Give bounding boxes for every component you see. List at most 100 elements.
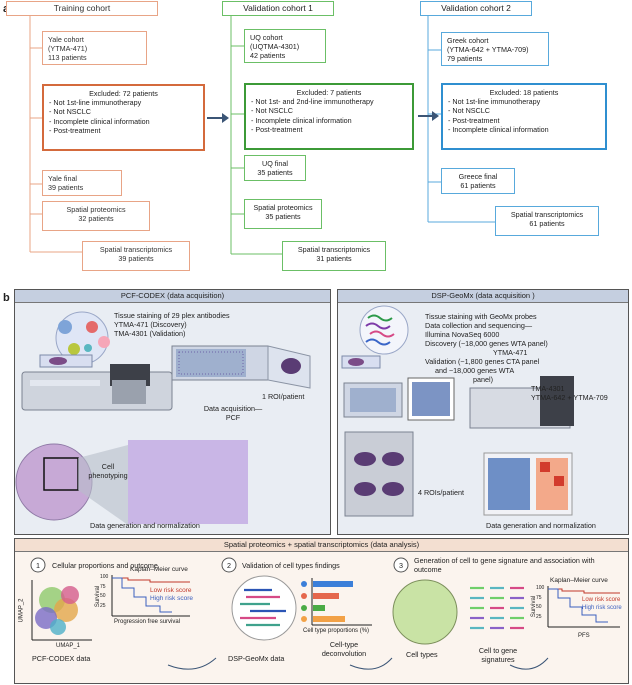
geomx-desc-line: YTMA-471 bbox=[493, 348, 528, 357]
geomx-data-label: DSP-GeoMx data bbox=[228, 654, 285, 663]
excluded-item: - Post-treatment bbox=[49, 125, 101, 135]
proteomics-label: Spatial proteomics bbox=[253, 203, 313, 212]
final-count: 61 patients bbox=[460, 181, 496, 191]
geomx-footer: Data generation and normalization bbox=[486, 521, 596, 530]
km1-low-label: Low risk score bbox=[150, 587, 192, 594]
umap-y-label: UMAP_2 bbox=[18, 598, 25, 623]
source-tma: (YTMA-642 + YTMA-709) bbox=[447, 45, 529, 55]
training-excluded-box: Excluded: 72 patients - Not 1st-line imm… bbox=[42, 84, 205, 151]
geomx-desc-line: Tissue staining with GeoMx probes bbox=[425, 312, 537, 321]
excluded-item: - Incomplete clinical information bbox=[251, 115, 352, 125]
km1-high-label: High risk score bbox=[150, 595, 193, 602]
validation1-transcriptomics-box: Spatial transcriptomics 31 patients bbox=[282, 241, 386, 271]
step1-title: Cellular proportions and outcome bbox=[52, 561, 158, 570]
cell-phenotyping-label: Cell phenotyping bbox=[88, 462, 128, 480]
geomx-desc-line: Illumina NovaSeq 6000 bbox=[425, 330, 500, 339]
source-name: UQ cohort bbox=[250, 33, 283, 42]
validation1-final-box: UQ final 35 patients bbox=[244, 155, 306, 181]
source-tma: (UQTMA-4301) bbox=[250, 42, 300, 52]
geomx-desc-line: YTMA-642 + YTMA-709 bbox=[531, 393, 608, 402]
excluded-item: - Post-treatment bbox=[448, 115, 500, 125]
signatures-line: Cell to gene bbox=[478, 646, 518, 655]
codex-desc-line: YTMA-471 (Discovery) bbox=[114, 320, 187, 329]
proteomics-count: 32 patients bbox=[78, 214, 114, 224]
km-plot-2 bbox=[547, 586, 620, 628]
acq-line: Data acquisition— bbox=[203, 404, 263, 413]
geomx-desc-line: TMA-4301 bbox=[531, 384, 565, 393]
validation1-excluded-box: Excluded: 7 patients - Not 1st- and 2nd-… bbox=[244, 83, 414, 150]
geomx-desc-line: and ~18,000 genes WTA bbox=[435, 366, 515, 375]
excluded-item: - Not NSCLC bbox=[251, 106, 293, 116]
km-plot-1 bbox=[111, 575, 190, 617]
km1-x-label: Progression free survival bbox=[114, 619, 181, 625]
km2-high-label: High risk score bbox=[582, 605, 622, 611]
validation2-excluded-box: Excluded: 18 patients - Not 1st-line imm… bbox=[441, 83, 607, 150]
geomx-description: Tissue staining with GeoMx probes Data c… bbox=[425, 312, 625, 402]
geomx-desc-line: Validation (~1,800 genes CTA panel bbox=[425, 357, 540, 366]
transcriptomics-count: 61 patients bbox=[529, 219, 565, 229]
acq-line: PCF bbox=[225, 413, 241, 422]
signatures-line: signatures bbox=[481, 655, 515, 664]
excluded-title: Excluded: 72 patients bbox=[89, 89, 158, 98]
geomx-desc-line: Discovery (~18,000 genes WTA panel) bbox=[425, 339, 548, 348]
phenotyping-line: phenotyping bbox=[88, 471, 128, 480]
geomx-desc-line: panel) bbox=[473, 375, 493, 384]
excluded-item: - Incomplete clinical information bbox=[448, 124, 549, 134]
km1-tick: 75 bbox=[100, 583, 106, 590]
final-label: Yale final bbox=[48, 174, 78, 183]
excluded-item: - Not NSCLC bbox=[49, 107, 91, 117]
validation2-source-box: Greek cohort (YTMA-642 + YTMA-709) 79 pa… bbox=[441, 32, 549, 66]
final-count: 35 patients bbox=[257, 168, 293, 178]
codex-data-label: PCF-CODEX data bbox=[32, 654, 91, 663]
source-name: Greek cohort bbox=[447, 36, 489, 45]
km1-tick: 25 bbox=[100, 602, 106, 609]
proteomics-label: Spatial proteomics bbox=[66, 205, 126, 214]
km2-ticks: 100 75 50 25 bbox=[536, 584, 544, 622]
training-final-box: Yale final 39 patients bbox=[42, 170, 122, 196]
excluded-item: - Post-treatment bbox=[251, 124, 303, 134]
km2-tick: 25 bbox=[536, 613, 542, 620]
step2-number: 2 bbox=[227, 561, 231, 570]
excluded-item: - Not 1st-line immunotherapy bbox=[448, 97, 541, 107]
final-count: 39 patients bbox=[48, 183, 84, 193]
excluded-title: Excluded: 18 patients bbox=[489, 88, 559, 97]
source-tma: (YTMA-471) bbox=[48, 44, 88, 54]
transcriptomics-label: Spatial transcriptomics bbox=[510, 210, 584, 219]
excluded-item: - Incomplete clinical information bbox=[49, 116, 150, 126]
codex-footer: Data generation and normalization bbox=[90, 521, 200, 530]
tma-grid-dots bbox=[178, 351, 244, 375]
validation2-header: Validation cohort 2 bbox=[420, 1, 532, 16]
analysis-panel-title: Spatial proteomics + spatial transcripto… bbox=[15, 539, 628, 552]
transcriptomics-count: 31 patients bbox=[316, 254, 352, 264]
codex-panel-title: PCF-CODEX (data acquisition) bbox=[15, 290, 330, 303]
step3-number: 3 bbox=[399, 561, 403, 570]
validation2-transcriptomics-box: Spatial transcriptomics 61 patients bbox=[495, 206, 599, 236]
geomx-panel-title: DSP-GeoMx (data acquisition ) bbox=[338, 290, 628, 303]
training-cohort-header: Training cohort bbox=[6, 1, 158, 16]
deconvolution-label: Cell-type deconvolution bbox=[316, 640, 372, 658]
codex-roi-label: 1 ROI/patient bbox=[262, 392, 305, 401]
validation1-proteomics-box: Spatial proteomics 35 patients bbox=[244, 199, 322, 229]
validation2-final-box: Greece final 61 patients bbox=[441, 168, 515, 194]
geomx-desc-line: Data collection and sequencing— bbox=[425, 321, 533, 330]
deconv-line: deconvolution bbox=[321, 649, 367, 658]
deconv-line: Cell-type bbox=[329, 640, 359, 649]
step2-title: Validation of cell types findings bbox=[242, 561, 340, 570]
excluded-item: - Not 1st- and 2nd-line immunotherapy bbox=[251, 97, 374, 107]
source-name: Yale cohort bbox=[48, 35, 84, 44]
step3-title: Generation of cell to gene signature and… bbox=[414, 556, 595, 574]
proportion-bars bbox=[301, 578, 372, 626]
step1-number: 1 bbox=[36, 561, 40, 570]
phenotyping-line: Cell bbox=[101, 462, 115, 471]
training-transcriptomics-box: Spatial transcriptomics 39 patients bbox=[82, 241, 190, 271]
codex-acquisition-label: Data acquisition— PCF bbox=[178, 404, 288, 422]
gene-signatures-label: Cell to gene signatures bbox=[468, 646, 528, 664]
km1-title: Kaplan–Meier curve bbox=[130, 566, 188, 573]
km2-tick: 75 bbox=[536, 594, 542, 601]
transcriptomics-label: Spatial transcriptomics bbox=[297, 245, 371, 254]
codex-desc-line: Tissue staining of 29 plex antibodies bbox=[114, 311, 230, 320]
